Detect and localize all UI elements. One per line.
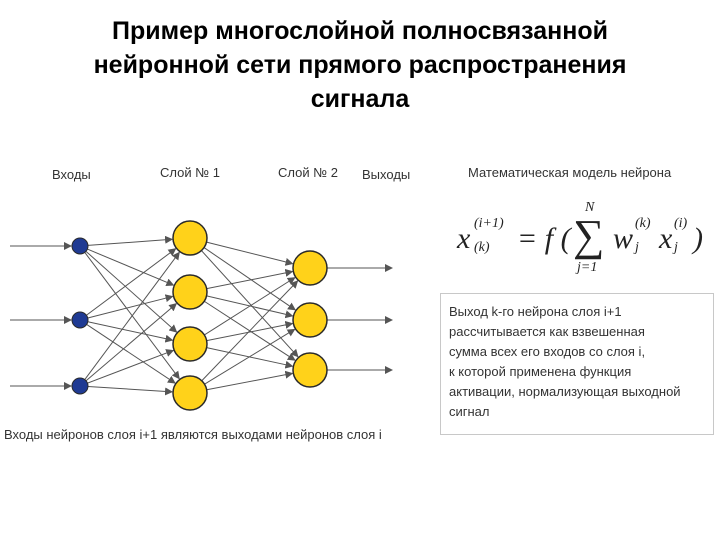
layer-1-neuron (172, 326, 208, 362)
formula-x2-sup: (i) (674, 216, 688, 231)
input-node (71, 377, 89, 395)
connection-edge (86, 324, 176, 384)
slide-title: Пример многослойной полносвязанной нейро… (20, 14, 700, 116)
neuron-description-box: Выход k-го нейрона слоя i+1 рассчитывает… (440, 293, 714, 435)
connection-edge (203, 247, 296, 311)
layer-2-neuron (292, 302, 328, 338)
formula-x2: x (659, 222, 673, 255)
input-node (71, 237, 89, 255)
connection-edge (84, 251, 180, 380)
description-line-5: активации, нормализующая выходной (449, 384, 681, 399)
label-inputs: Входы (52, 167, 91, 182)
neural-network-diagram (10, 220, 393, 411)
connection-edge (85, 250, 178, 333)
description-line-6: сигнал (449, 404, 490, 419)
formula-w: w (613, 222, 634, 255)
connection-edge (87, 321, 174, 343)
connection-edge (206, 370, 294, 391)
connection-edge (206, 241, 294, 266)
layer-connection-note: Входы нейронов слоя i+1 являются выходам… (4, 427, 382, 442)
connection-edge (204, 277, 296, 336)
connection-edge (87, 349, 175, 384)
formula-close-paren: ) (693, 222, 703, 255)
formula-upper-limit: N (585, 200, 595, 215)
formula-sigma: ∑ (573, 211, 605, 260)
layer-1-neuron (172, 274, 208, 310)
connection-edge (85, 303, 178, 382)
connection-edge (86, 248, 177, 316)
formula-w-sub: j (635, 240, 639, 255)
layer-1-neuron (172, 375, 208, 411)
description-line-4: к которой применена функция (449, 364, 632, 379)
connection-edge (87, 235, 174, 246)
connection-edge (87, 248, 175, 287)
title-line-1: Пример многослойной полносвязанной (112, 17, 608, 45)
formula-x: x (457, 222, 471, 255)
connection-edge (87, 294, 174, 319)
formula-x-sup: (i+1) (474, 216, 504, 231)
label-layer-1: Слой № 1 (160, 165, 221, 180)
math-model-heading: Математическая модель нейрона (468, 165, 672, 180)
formula-x2-sub: j (674, 240, 678, 255)
formula-lower-limit: j=1 (577, 260, 598, 275)
description-line-2: рассчитывается как взвешенная (449, 324, 645, 339)
input-node (71, 311, 89, 329)
connection-edge (201, 250, 299, 358)
title-line-2: нейронной сети прямого распространения (93, 51, 627, 79)
formula-equals-f: = f ( (517, 222, 571, 255)
connection-edge (201, 280, 299, 382)
formula-x-sub: (k) (474, 240, 490, 255)
title-line-3: сигнала (310, 85, 410, 113)
layer-2-neuron (292, 250, 328, 286)
layer-2-neuron (292, 352, 328, 388)
description-line-3: сумма всех его входов со слоя i, (449, 344, 646, 359)
description-line-1: Выход k-го нейрона слоя i+1 (449, 304, 622, 319)
connection-edge (87, 386, 174, 396)
label-layer-2: Слой № 2 (278, 165, 339, 180)
layer-1-neuron (172, 220, 208, 256)
formula-w-sup: (k) (635, 216, 651, 231)
connection-edge (206, 268, 294, 290)
neuron-formula: x (i+1) (k) = f ( N ∑ j=1 w (k) j x (i) … (455, 200, 705, 280)
label-outputs: Выходы (362, 167, 411, 182)
connection-edge (204, 328, 296, 385)
connection-edge (206, 320, 294, 342)
